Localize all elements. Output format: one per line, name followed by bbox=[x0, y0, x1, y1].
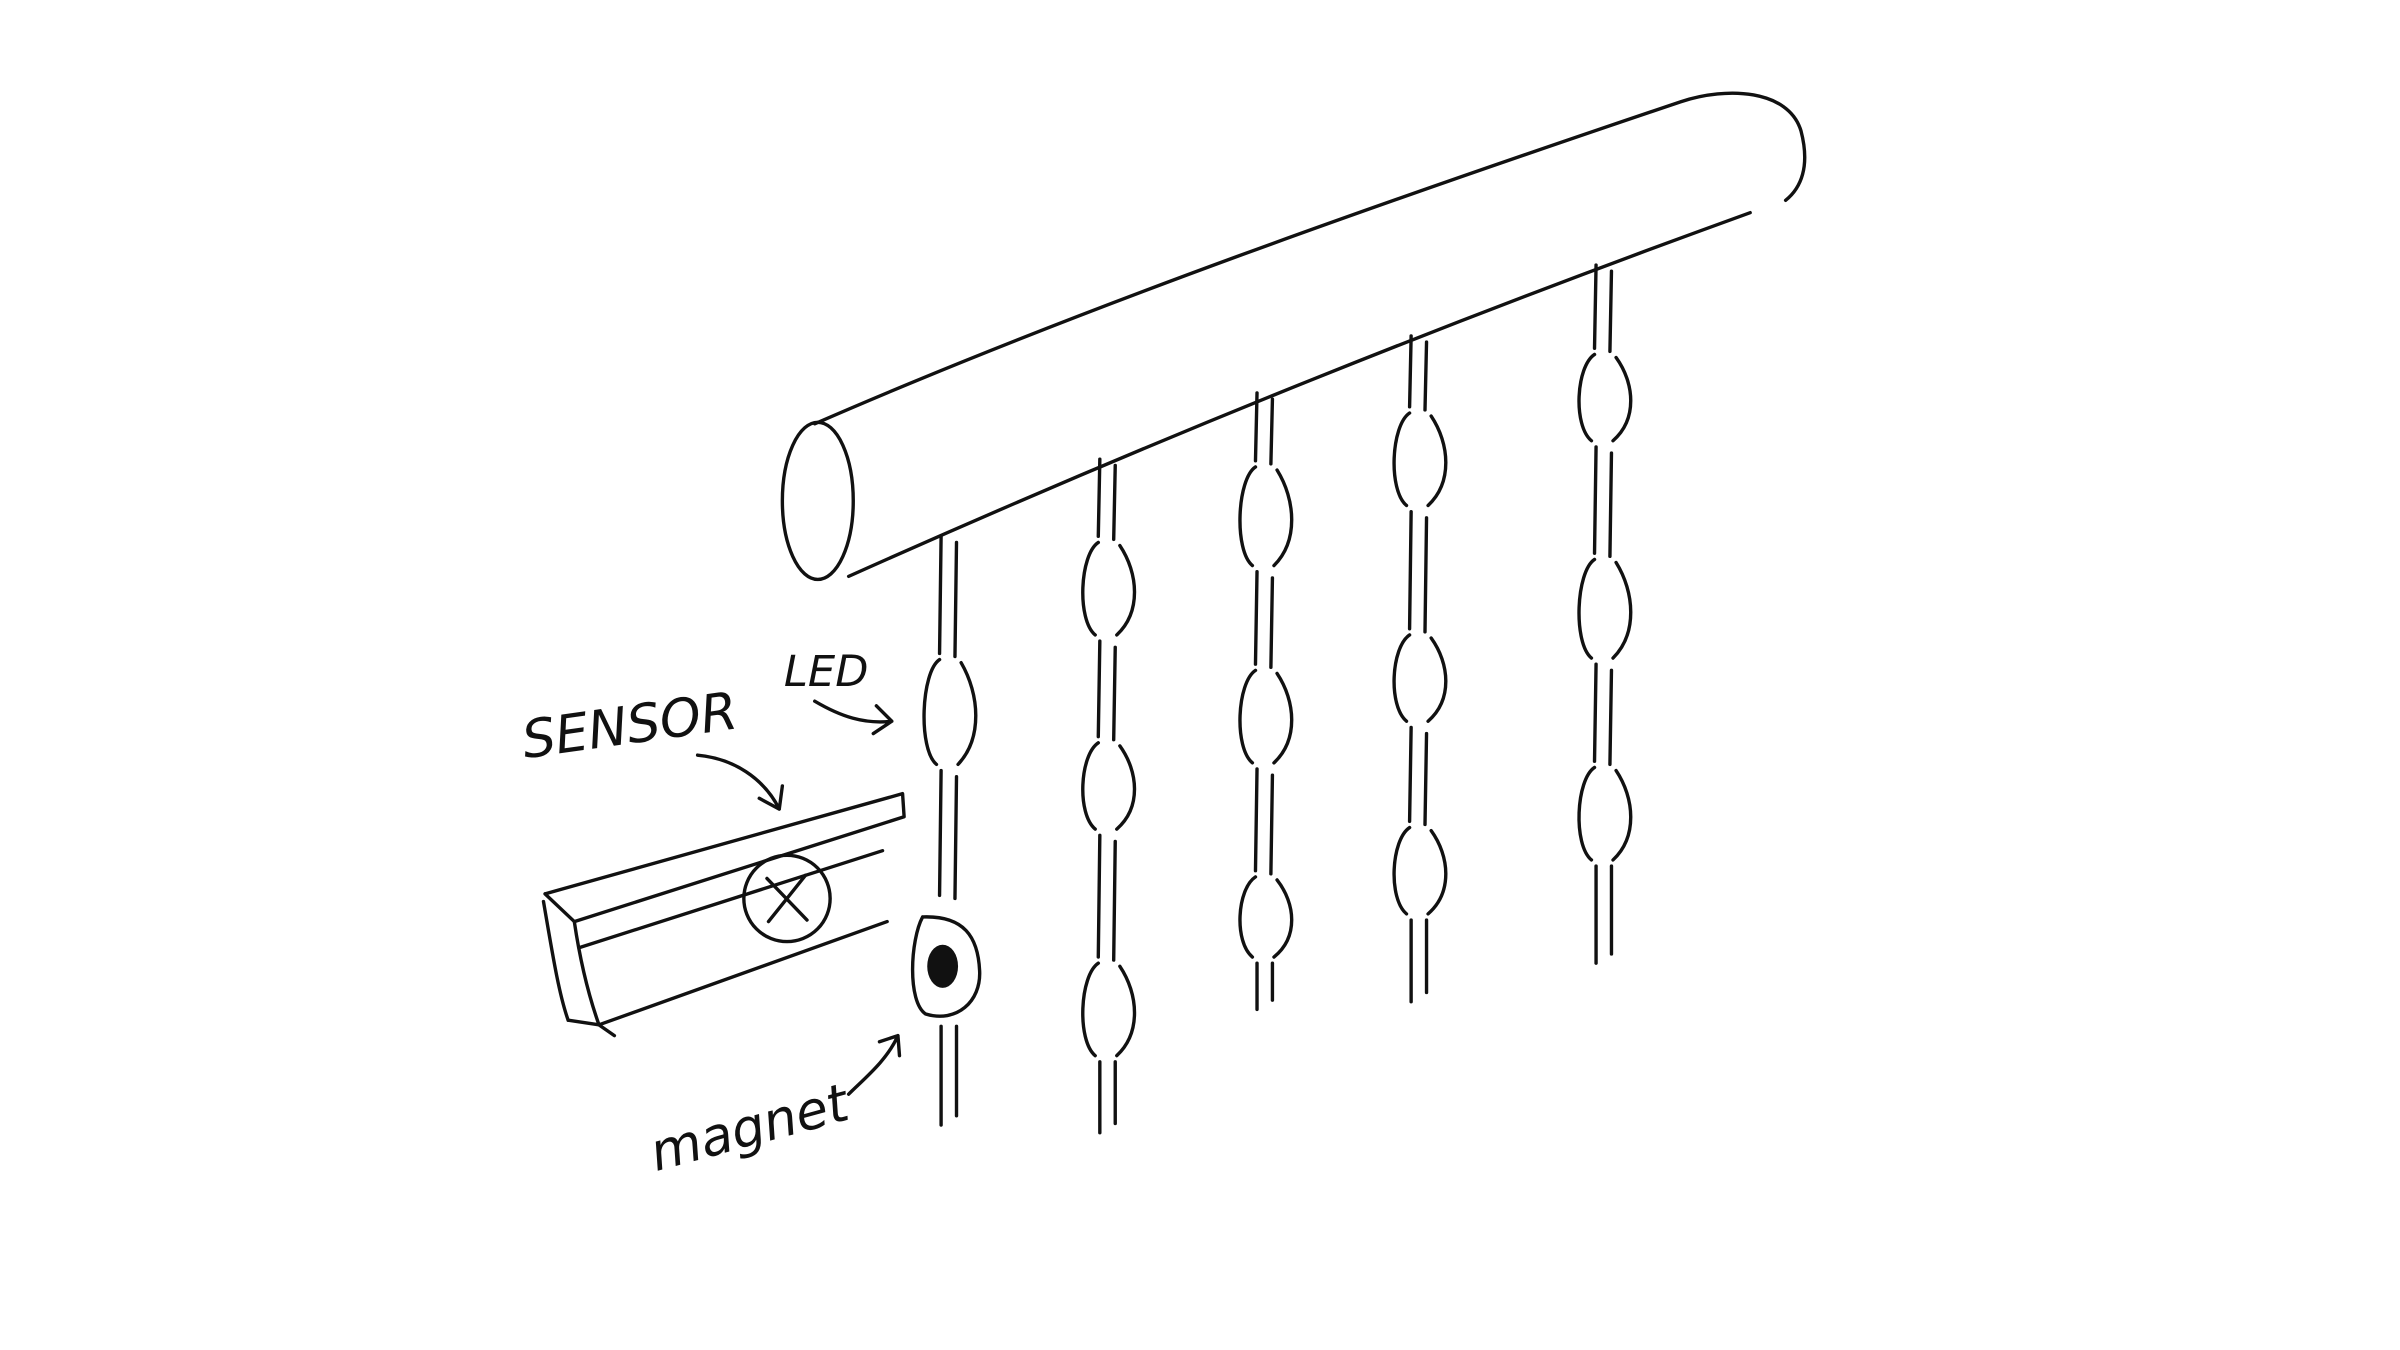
strand-wire bbox=[953, 775, 959, 901]
led-bead bbox=[922, 657, 978, 767]
strand-wire bbox=[1592, 662, 1598, 763]
strand-wire bbox=[937, 768, 943, 898]
strand-wire bbox=[1608, 269, 1614, 354]
strand-wire bbox=[1608, 451, 1614, 559]
bead bbox=[1577, 557, 1633, 660]
bead bbox=[1238, 668, 1294, 765]
sensor-arrow bbox=[695, 753, 785, 811]
led-arrow bbox=[813, 699, 894, 736]
strand-wire bbox=[1269, 773, 1275, 876]
strand-wire bbox=[1096, 457, 1102, 538]
strand-wire bbox=[1608, 668, 1614, 767]
bead bbox=[1392, 633, 1448, 723]
bead bbox=[1392, 825, 1448, 916]
strand-wire bbox=[1269, 397, 1275, 466]
bead bbox=[1577, 765, 1633, 862]
bead-strands bbox=[922, 263, 1633, 1135]
strand-wire bbox=[953, 540, 959, 659]
strand-wire bbox=[1407, 725, 1413, 824]
strand-wire bbox=[1253, 570, 1259, 666]
strand-wire bbox=[1592, 445, 1598, 555]
sensor-x-icon bbox=[742, 853, 832, 944]
strand-wire bbox=[1407, 334, 1413, 409]
strand-wire bbox=[1112, 839, 1117, 962]
strand-wire bbox=[937, 534, 943, 656]
strand-wire bbox=[1112, 463, 1117, 542]
bead bbox=[1392, 411, 1448, 508]
strand-wire bbox=[1096, 833, 1102, 959]
magnet-bead bbox=[910, 915, 982, 1018]
sensor-bar bbox=[541, 791, 906, 1038]
magnet-dot bbox=[927, 944, 959, 988]
strand-wire bbox=[1592, 263, 1598, 350]
bead bbox=[1238, 465, 1294, 568]
strand-wire bbox=[1423, 516, 1429, 634]
strand-wire bbox=[1423, 340, 1429, 412]
strand-wire bbox=[1096, 639, 1102, 739]
bead bbox=[1081, 540, 1137, 637]
bead bbox=[1081, 741, 1137, 831]
strand-wire bbox=[1269, 576, 1275, 669]
bead bbox=[1577, 352, 1633, 443]
magnet-arrow bbox=[846, 1033, 902, 1096]
bead bbox=[1238, 875, 1294, 959]
strand-wire bbox=[1423, 731, 1429, 827]
strand-wire bbox=[1407, 509, 1413, 631]
bead bbox=[1081, 961, 1137, 1058]
strand-wire bbox=[1253, 767, 1259, 873]
magnet-label: magnet bbox=[644, 1072, 858, 1184]
rod bbox=[780, 91, 1807, 582]
led-label: LED bbox=[784, 647, 869, 697]
strand-wire bbox=[1253, 391, 1259, 463]
strand-wire bbox=[1112, 645, 1117, 742]
